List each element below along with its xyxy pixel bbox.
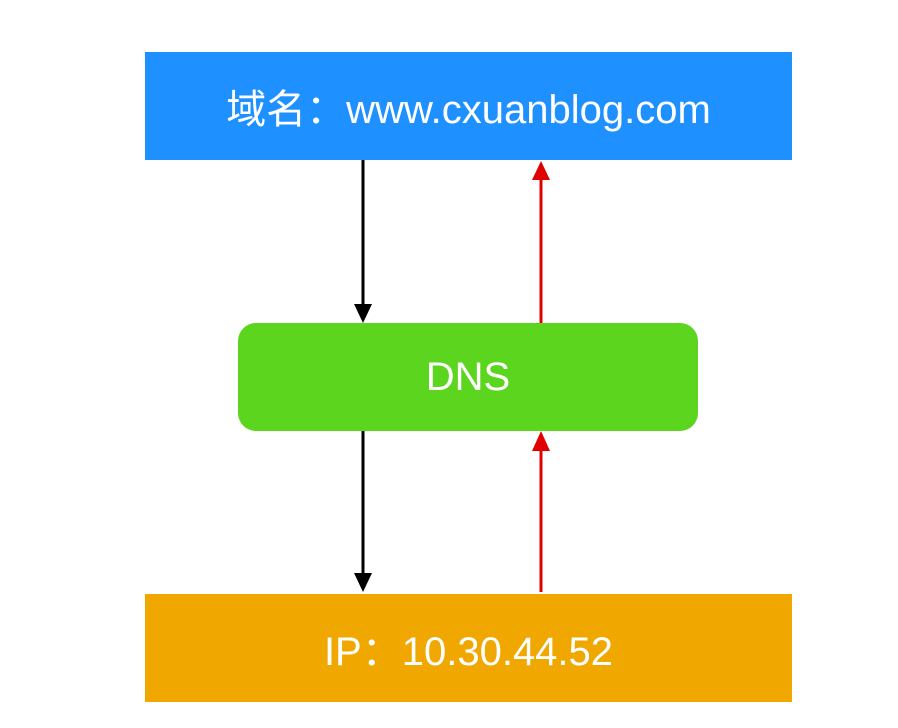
- arrowhead-dns-to-domain: [532, 161, 550, 180]
- dns-node: DNS: [238, 323, 698, 431]
- domain-label: 域名：www.cxuanblog.com: [226, 88, 711, 132]
- dns-label: DNS: [425, 354, 511, 399]
- ip-label: IP：10.30.44.52: [323, 630, 614, 674]
- arrowhead-ip-to-dns: [532, 431, 550, 451]
- arrowhead-dns-to-ip: [354, 573, 372, 592]
- arrowhead-domain-to-dns: [354, 304, 372, 323]
- domain-node: 域名：www.cxuanblog.com: [145, 52, 792, 160]
- ip-node: IP：10.30.44.52: [145, 594, 792, 702]
